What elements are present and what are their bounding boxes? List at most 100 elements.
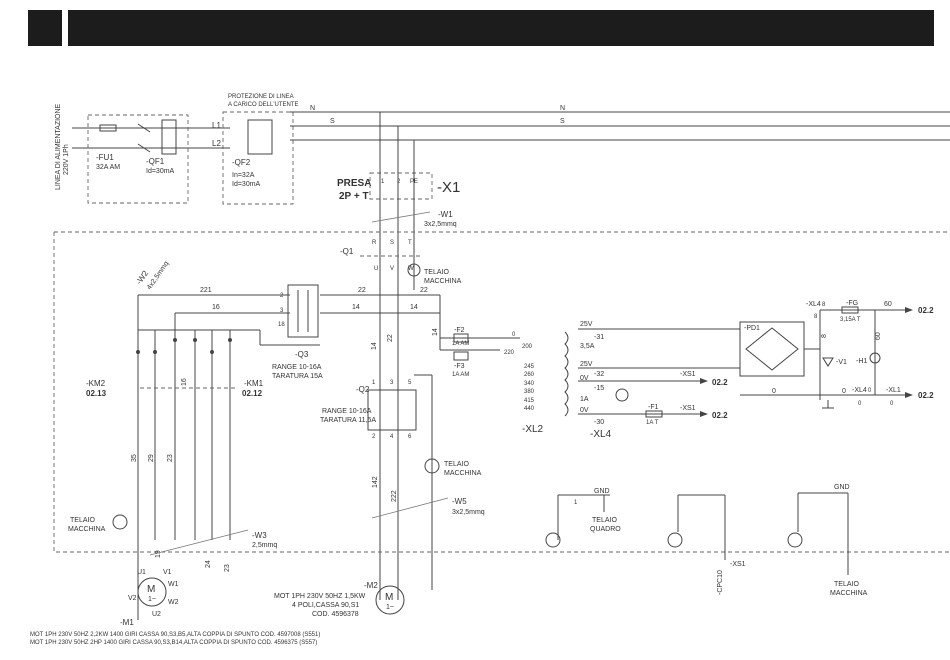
m2-motor: M 1~ -M2 MOT 1PH 230V 50HZ 1,5KW 4 POLI,… [274, 581, 405, 618]
m1-u2: U2 [152, 611, 161, 618]
f3-fuse-symbol [453, 351, 469, 361]
f1-fuse-symbol [645, 410, 663, 418]
xl1-pin: 0 [890, 401, 894, 407]
q1-tag: -Q1 [340, 247, 354, 256]
wire-60: 60 [884, 301, 892, 308]
xs1-b-ref: 02.2 [712, 411, 728, 420]
wire-8: 8 [821, 334, 828, 338]
f2-tag: -F2 [454, 327, 465, 334]
primary-tap: 260 [524, 372, 535, 378]
pd1-tag: -PD1 [744, 325, 760, 332]
supply-title: LINEA DI ALIMENTAZIONE [55, 103, 62, 190]
ref-bot: 02.2 [918, 391, 934, 400]
w3-spec: 2,5mmq [252, 542, 277, 549]
wire-142: 142 [372, 476, 379, 488]
cpc10: -CPC10 [717, 570, 724, 595]
earth-icon [424, 458, 440, 474]
f3-rating: 1A AM [452, 372, 469, 378]
supply-section: LINEA DI ALIMENTAZIONE 220V 1Ph -FU1 32A… [55, 94, 950, 205]
q1-w: W [408, 266, 414, 272]
presa-x1: PRESA 2P + T -X1 1 2 PE -W1 3x2,5mmq [337, 112, 460, 600]
sec-25v: 25V [580, 321, 593, 328]
m2-spec-line1: MOT 1PH 230V 50HZ 1,5KW [274, 593, 366, 600]
m1-w2: W2 [168, 599, 179, 606]
earth-icon [112, 514, 128, 530]
sec-1a: 1A [580, 396, 589, 403]
q3-symbol [287, 284, 319, 338]
xs1-a-ref: 02.2 [712, 378, 728, 387]
primary-tap: 440 [524, 406, 535, 412]
xl4-top-tag: -XL4 [806, 301, 821, 308]
m1-telaio-line2: MACCHINA [68, 526, 106, 533]
f2-fuse-symbol [453, 333, 469, 343]
f1-rating: 1A T [646, 420, 659, 426]
q2-symbol [367, 389, 417, 431]
qf2-id: Id=30mA [232, 181, 261, 188]
bus-s-left: S [330, 118, 335, 125]
header-title-bar [68, 10, 934, 46]
m1-w1: W1 [168, 581, 179, 588]
earth-icon [667, 532, 683, 548]
f3-tag: -F3 [454, 363, 465, 370]
wire-14d: 14 [371, 342, 378, 350]
rectifier-section: -PD1 -XL4 8 8 -FG 3,15A T 60 60 8 02.2 -… [739, 300, 934, 409]
footnote-line1: MOT 1PH 230V 50HZ 2,2KW 1400 GIRI CASSA … [30, 632, 321, 638]
page-number-block [28, 10, 62, 46]
sec-15: -15 [594, 385, 604, 392]
presa-tag: -X1 [437, 179, 460, 196]
presa-pin1: 1 [381, 179, 385, 185]
bus-s-right: S [560, 118, 565, 125]
q1-u: U [374, 266, 378, 272]
xl4-bot-pin2: 0 [858, 401, 862, 407]
q2-p6: 6 [408, 434, 412, 440]
wire-14c: 14 [432, 328, 439, 336]
ref-top: 02.2 [918, 306, 934, 315]
km2-tag: -KM2 [86, 379, 106, 388]
sec-0v: 0V [580, 375, 589, 382]
q2-range: RANGE 10-16A [322, 408, 372, 415]
sec-32: -32 [594, 371, 604, 378]
xl4-top-pin: 8 [822, 302, 826, 308]
footnote-line2: MOT 1PH 230V 50HZ 2HP 1400 GIRI CASSA 90… [30, 639, 318, 646]
earth-icon [545, 532, 561, 548]
f1-tag: -F1 [648, 404, 659, 411]
q2-overload: 1 3 5 2 4 6 -Q2 RANGE 10-16A TARATURA 11… [320, 374, 485, 590]
wire-22c: 22 [387, 334, 394, 342]
arrow-icon [700, 378, 708, 384]
qf2-tag: -QF2 [232, 158, 251, 167]
f2-rating: 1A AM [452, 341, 469, 347]
xl4-bot-pin: 0 [868, 388, 872, 394]
q2-setting: TARATURA 11,5A [320, 417, 376, 424]
m1-tag: -M1 [120, 618, 134, 627]
primary-tap: 415 [524, 398, 535, 404]
primary-tap: 200 [522, 344, 533, 350]
gnd-label-2: GND [834, 484, 850, 491]
m1-v1: V1 [163, 569, 172, 576]
sec-30: -30 [594, 419, 604, 426]
q3-range: RANGE 10-16A [272, 364, 322, 371]
q3-overload: 2 3 18 -Q3 RANGE 10-16A TARATURA 15A [272, 284, 323, 380]
gnd-label-1: GND [594, 488, 610, 495]
quadro-line2: QUADRO [590, 526, 621, 533]
wire-221: 221 [200, 287, 212, 294]
km1-tag: -KM1 [244, 379, 264, 388]
xl4-label: -XL4 [590, 429, 612, 440]
gnd-telaio-line1: TELAIO [834, 581, 859, 588]
fu1-qf1-enclosure [87, 114, 189, 204]
wire-23b: 23 [224, 564, 231, 572]
protection-line1: PROTEZIONE DI LINEA [228, 94, 294, 100]
xl4-bot-tag: -XL4 [852, 387, 867, 394]
fu1-tag: -FU1 [96, 153, 114, 162]
wire-14a: 14 [352, 304, 360, 311]
km2-ref: 02.13 [86, 389, 107, 398]
qf1-tag: -QF1 [146, 157, 165, 166]
w1-tag: -W1 [438, 210, 453, 219]
v1-tag: -V1 [836, 359, 847, 366]
fg-rating: 3,15A T [840, 317, 861, 323]
v1-diode-icon [822, 357, 834, 367]
m1-motor: M 1~ U1 V1 W1 V2 W2 U2 -M1 [120, 569, 179, 627]
primary-tap: 340 [524, 381, 535, 387]
q1-s: S [390, 240, 394, 246]
arrow-icon [905, 392, 913, 398]
w5-tag: -W5 [452, 497, 467, 506]
